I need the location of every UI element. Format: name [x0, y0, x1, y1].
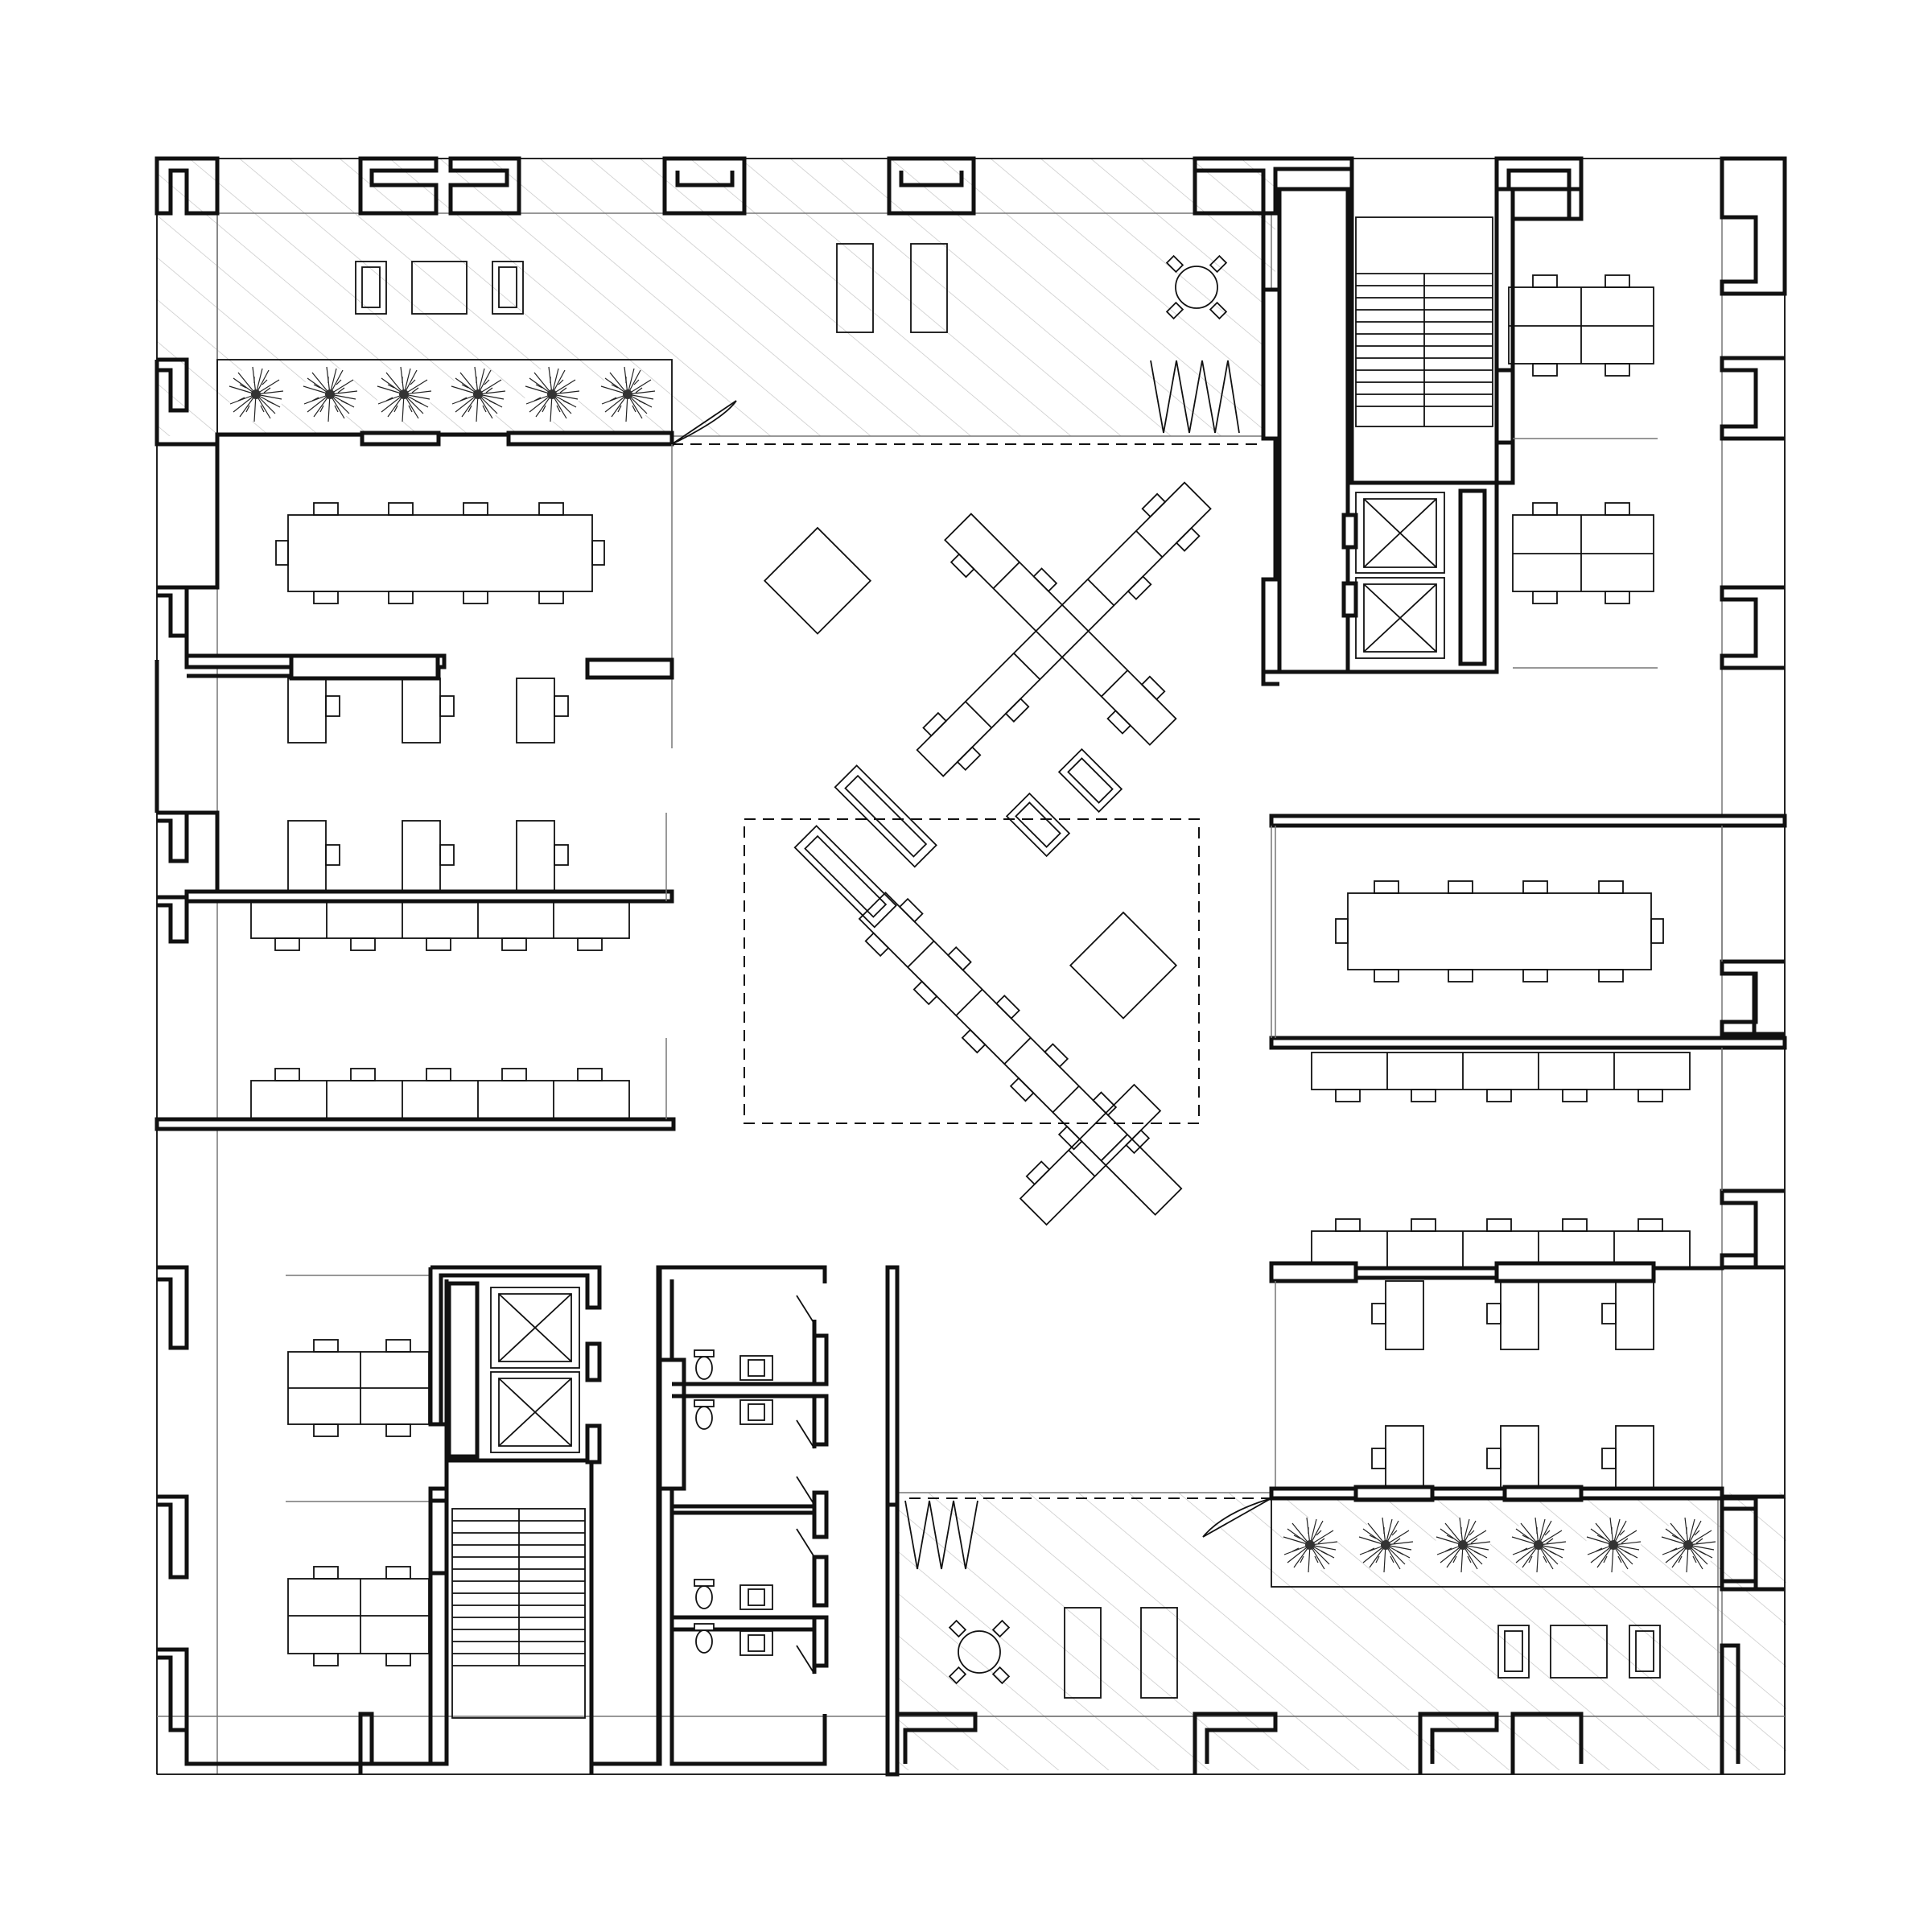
south-west-core	[428, 1265, 672, 1774]
north-terrace-furniture	[355, 243, 1240, 434]
interior-edges	[885, 672, 1279, 1507]
east-open-offices	[1269, 1048, 1758, 1495]
south-planter	[909, 1485, 1758, 1589]
central-atrium	[744, 481, 1212, 1226]
west-open-offices	[154, 653, 676, 1131]
restrooms	[656, 1265, 829, 1766]
north-east-offices	[1508, 274, 1658, 669]
east-meeting-room	[1269, 814, 1787, 1050]
south-west-offices	[184, 1275, 430, 1766]
north-east-core	[1193, 159, 1584, 674]
